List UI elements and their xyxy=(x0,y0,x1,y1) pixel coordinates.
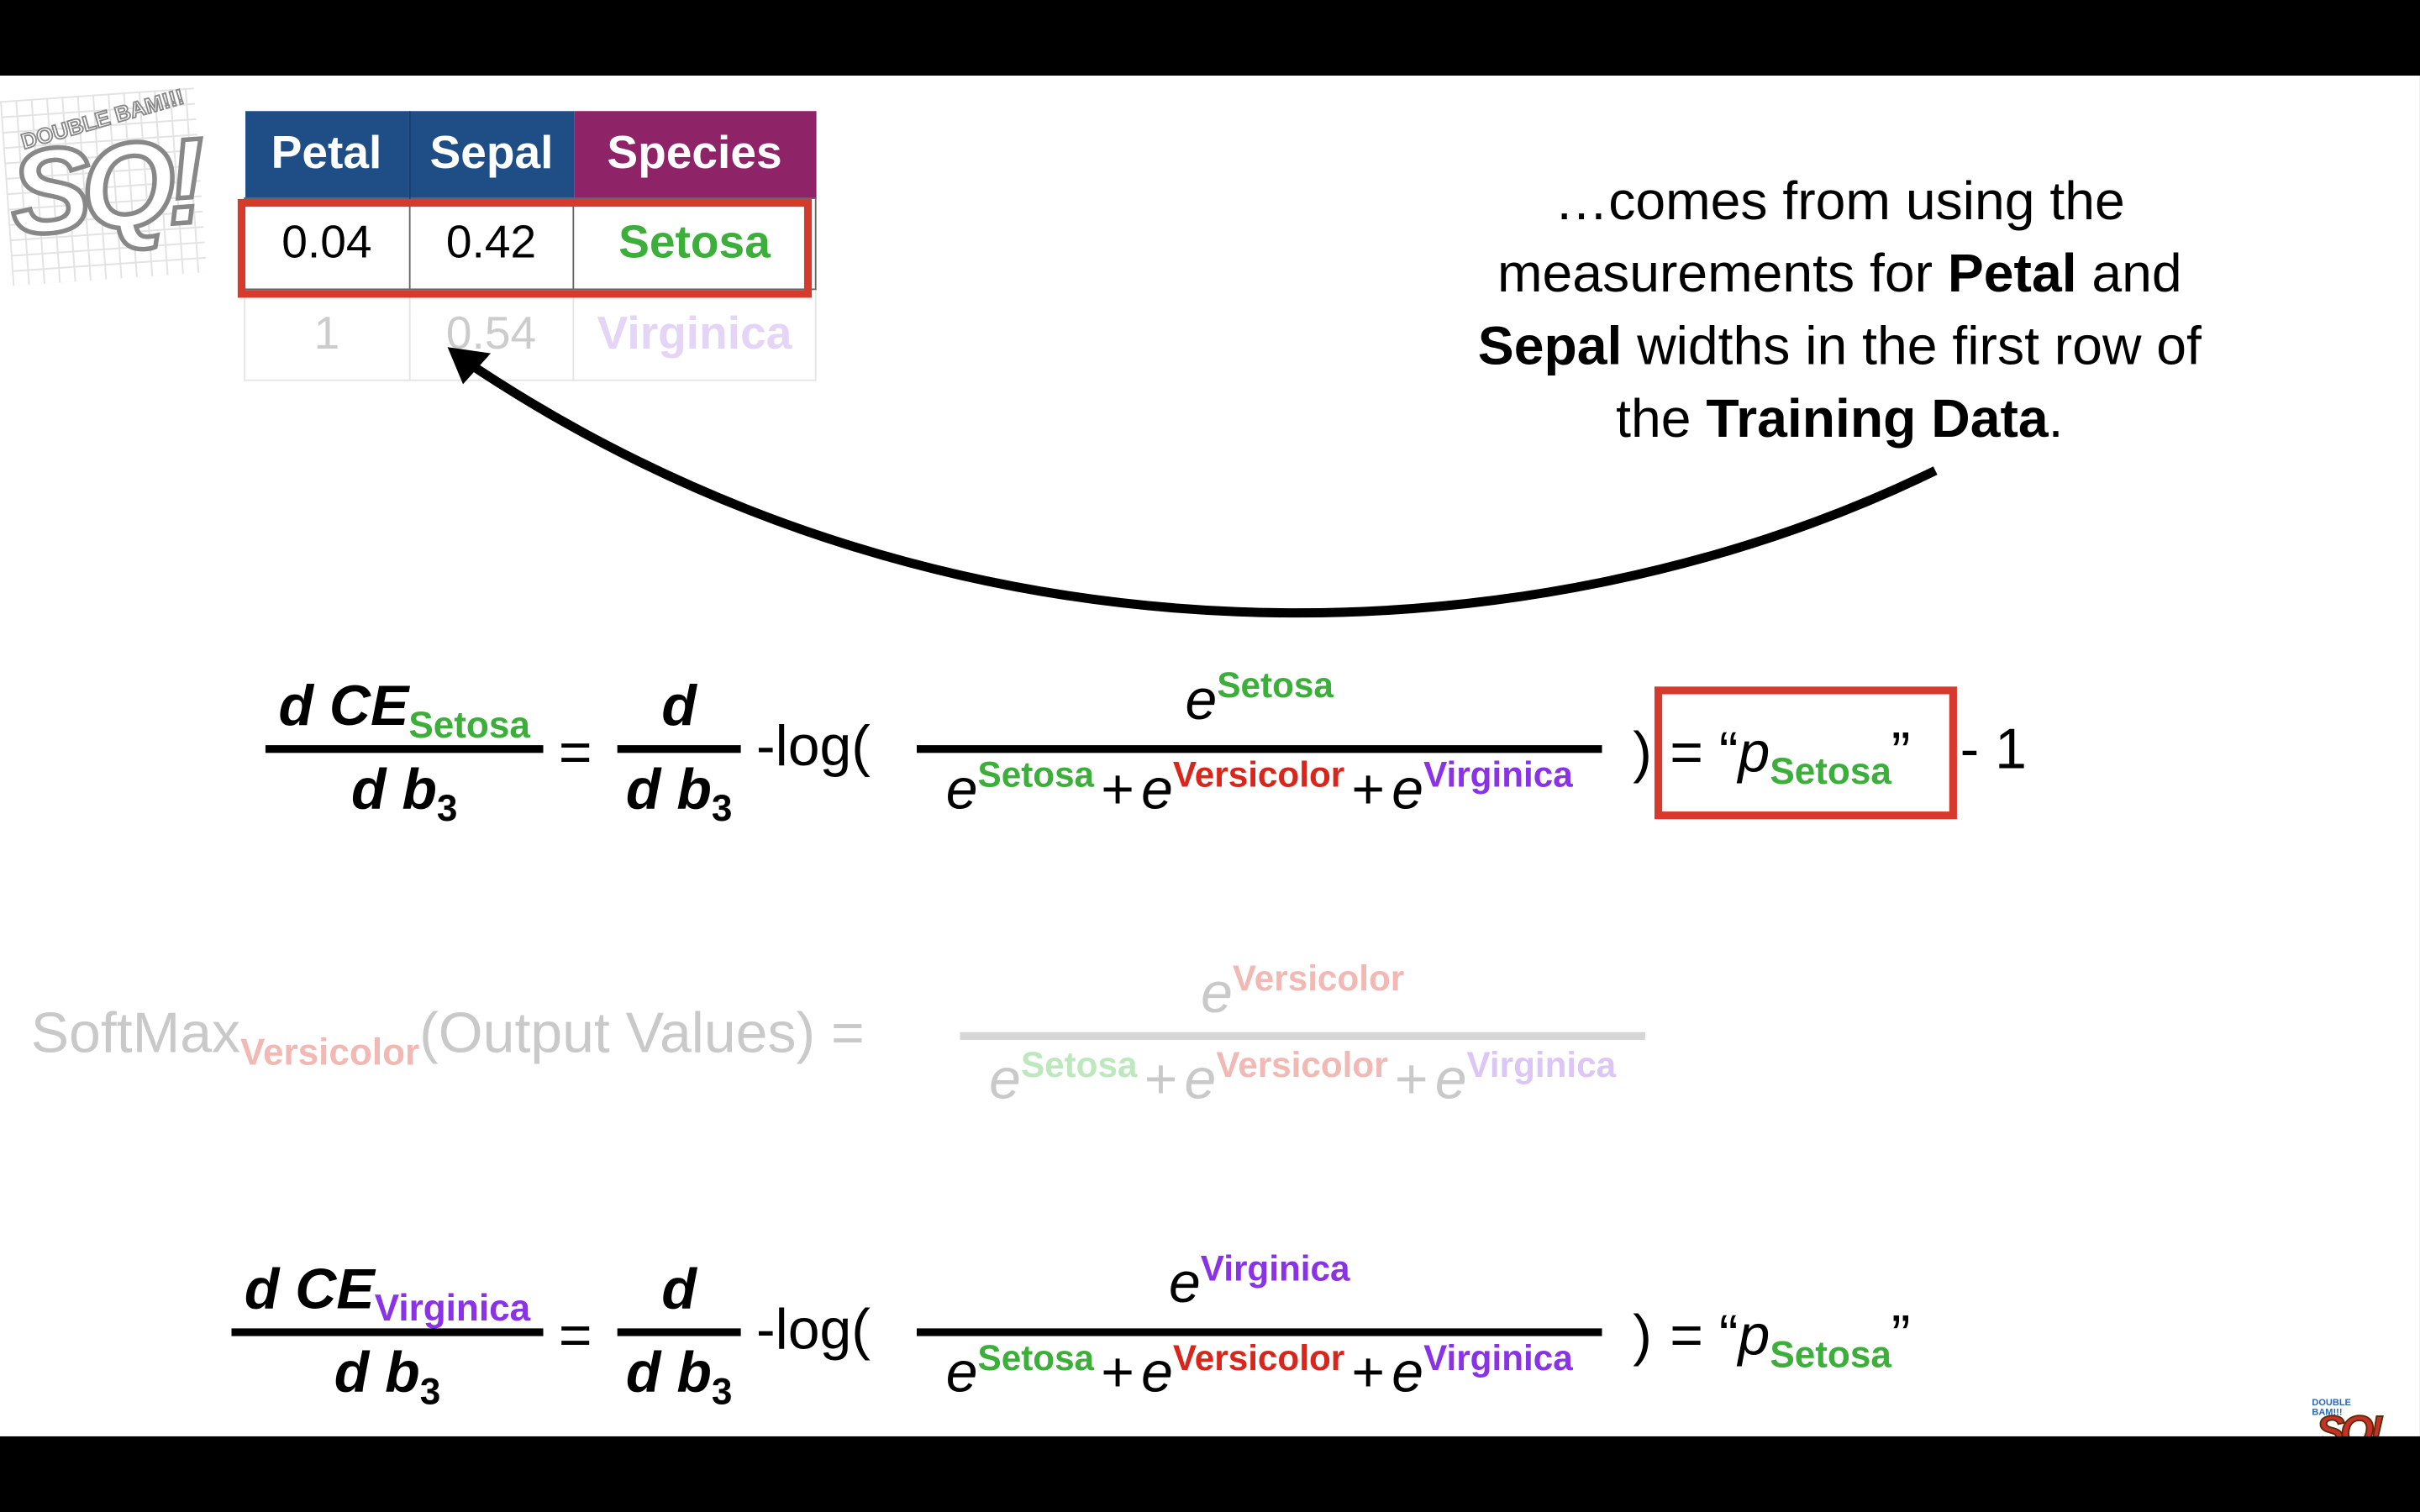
softmax-fraction: eVersicolor eSetosa + eVersicolor + eVir… xyxy=(935,958,1670,1131)
lhs-fraction: d CESetosa d b3 xyxy=(265,675,544,830)
letterbox-bottom xyxy=(0,1436,2420,1512)
header-sepal: Sepal xyxy=(408,111,574,199)
d-db3-fraction: d d b3 xyxy=(617,1257,741,1413)
equation-softmax-versicolor: SoftMaxVersicolor(Output Values) = eVers… xyxy=(0,76,2420,1436)
cell-species: Virginica xyxy=(572,288,817,381)
softmax-fraction: eSetosa eSetosa + eVersicolor + eVirgini… xyxy=(892,665,1627,837)
lhs-fraction: d CEVirginica d b3 xyxy=(231,1257,544,1413)
d-db3-fraction: d d b3 xyxy=(617,675,741,830)
table-row: 0.04 0.42 Setosa xyxy=(244,197,817,291)
softmax-fraction: eVirginica eSetosa + eVersicolor + eVirg… xyxy=(892,1248,1627,1421)
letterbox-top xyxy=(0,0,2420,76)
cell-sepal: 0.54 xyxy=(408,288,575,381)
table-header-row: Petal Sepal Species xyxy=(245,111,816,199)
equation-ce-virginica: d CEVirginica d b3 = d d b3 -log( eVirgi… xyxy=(0,76,2420,1436)
header-petal: Petal xyxy=(245,111,410,199)
p-setosa-highlight-box xyxy=(1654,686,1957,820)
row-highlight-box xyxy=(237,198,813,298)
training-data-table: Petal Sepal Species 0.04 0.42 Setosa 1 0… xyxy=(244,111,817,381)
cell-species: Setosa xyxy=(572,197,817,291)
cell-petal: 1 xyxy=(244,288,410,381)
statquest-logo-small: SQ! DOUBLE BAM!!! xyxy=(2312,1399,2384,1436)
equation-ce-setosa: d CESetosa d b3 = d d b3 -log( eSetosa e… xyxy=(0,76,2420,1436)
annotation-line: …comes from using the xyxy=(1554,171,2125,232)
cell-sepal: 0.42 xyxy=(408,197,575,291)
annotation-text: …comes from using the measurements for P… xyxy=(1383,165,2296,455)
curved-arrow xyxy=(447,347,1938,618)
annotation-line: Sepal widths in the first row of xyxy=(1477,316,2202,377)
annotation-line: the Training Data. xyxy=(1616,388,2064,449)
slide: SQ! DOUBLE BAM!!! Petal Sepal Species 0.… xyxy=(0,75,2420,1436)
logo-text: SQ! xyxy=(2315,1406,2384,1436)
header-species: Species xyxy=(573,111,816,199)
table-row: 1 0.54 Virginica xyxy=(244,288,817,381)
logo-subtext: DOUBLE BAM!!! xyxy=(2312,1399,2351,1418)
annotation-line: measurements for Petal and xyxy=(1497,244,2182,304)
